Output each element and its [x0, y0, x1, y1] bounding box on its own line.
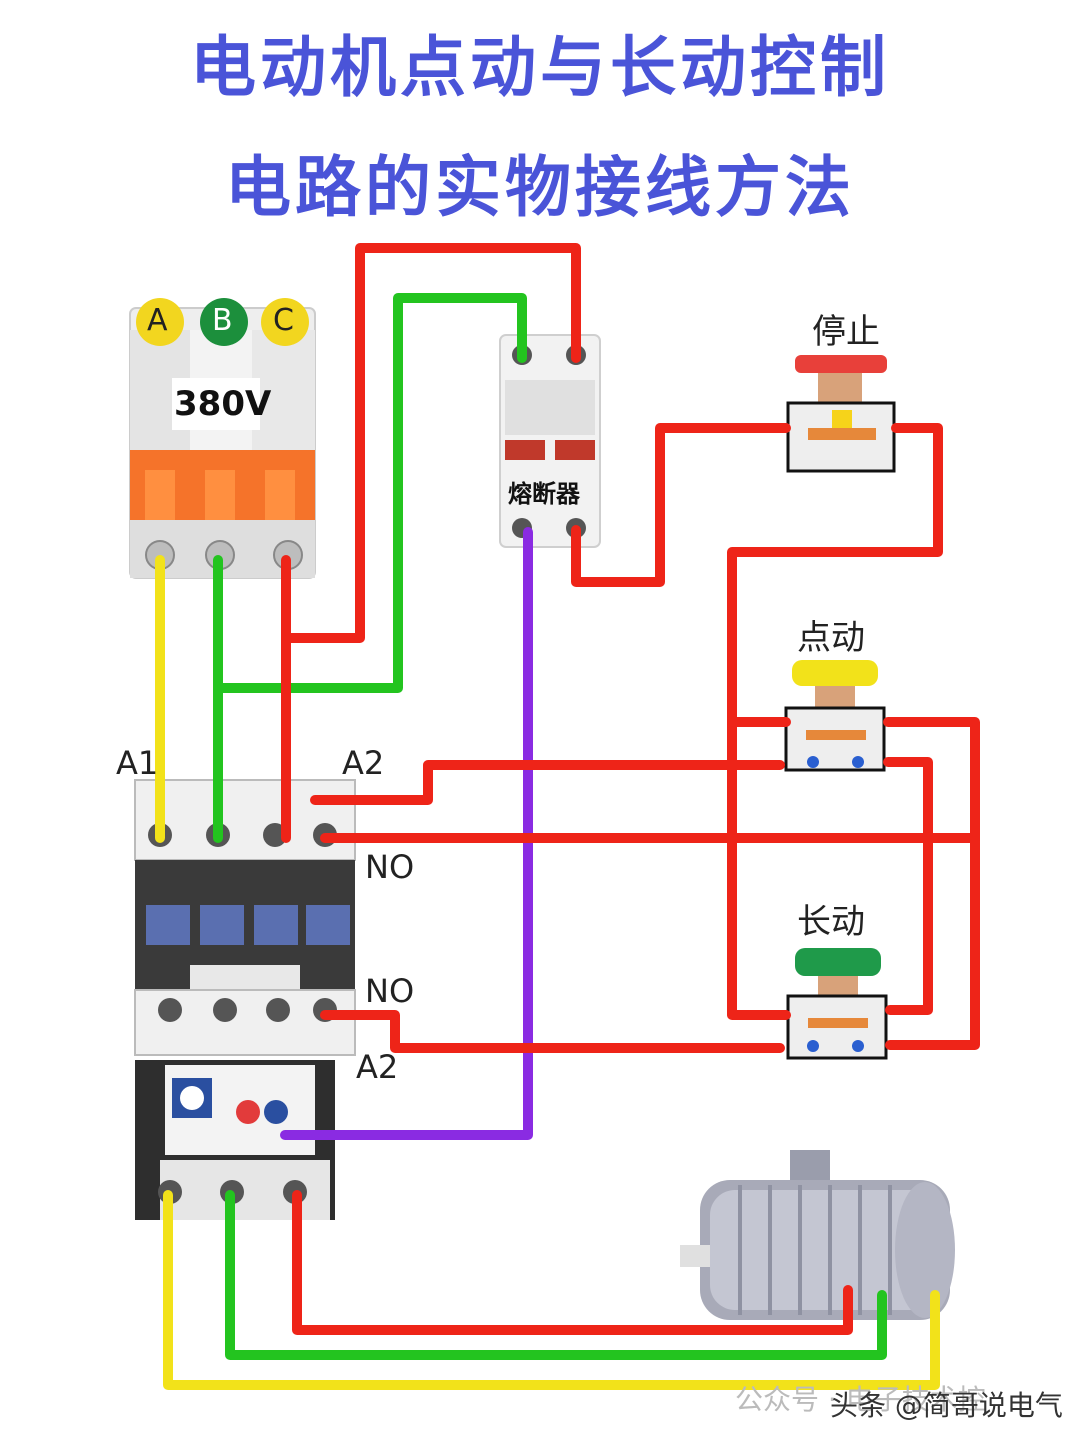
jog-label: 点动: [797, 618, 865, 658]
motor: [680, 1150, 955, 1320]
a2-bottom-label: A2: [356, 1048, 399, 1086]
phase-c-indicator: [261, 298, 309, 346]
ac-contactor: [134, 779, 356, 1056]
watermark-left: 公众号 · 电子技术控: [735, 1383, 986, 1416]
watermark-right: 头条 @简哥说电气: [830, 1389, 1063, 1422]
circuit-breaker: [129, 298, 316, 579]
phase-b-indicator: [200, 298, 248, 346]
stop-button: [786, 355, 896, 473]
phase-c-label: C: [273, 303, 294, 338]
no-top-label: NO: [365, 848, 415, 886]
fuse-holder: [499, 334, 601, 548]
no-bottom-label: NO: [365, 972, 415, 1010]
jog-button: [784, 660, 886, 772]
phase-a-indicator: [136, 298, 184, 346]
voltage-label: 380V: [174, 384, 272, 424]
stop-label: 停止: [812, 312, 880, 352]
phase-a-label: A: [147, 303, 168, 338]
run-button: [786, 948, 888, 1060]
wiring: [155, 243, 980, 1390]
title-line-2: 电路的实物接线方法: [225, 149, 855, 226]
a1-label: A1: [116, 744, 159, 782]
fuse-label: 熔断器: [508, 480, 580, 508]
title-line-1: 电动机点动与长动控制: [190, 29, 890, 106]
phase-b-label: B: [212, 303, 233, 338]
run-label: 长动: [797, 902, 865, 942]
a2-top-label: A2: [342, 744, 385, 782]
